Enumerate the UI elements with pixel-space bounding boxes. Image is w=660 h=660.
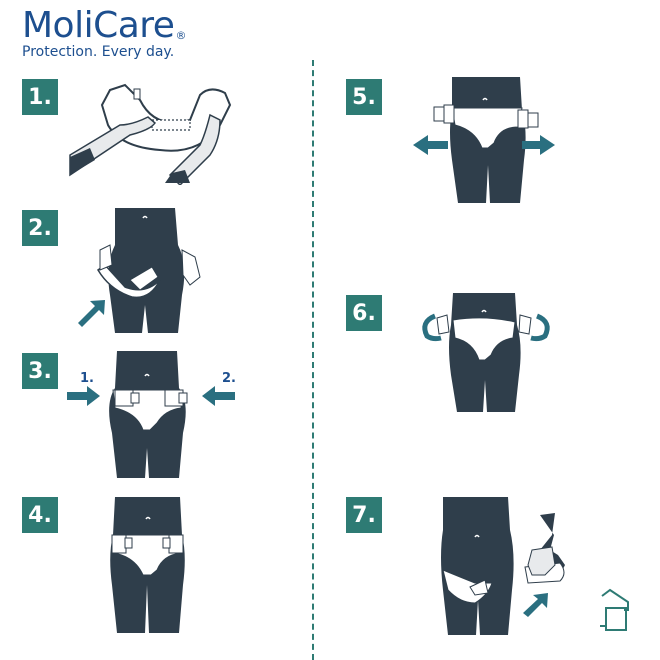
- column-divider: [312, 60, 314, 660]
- step-3-sub-label-1: 1.: [80, 371, 94, 386]
- left-arrow-icon: [413, 135, 448, 155]
- brand-tagline: Protection. Every day.: [22, 44, 175, 60]
- step-2-badge: 2.: [22, 210, 58, 246]
- step-2-illustration: [78, 208, 201, 333]
- left-arrow-icon: [202, 386, 235, 406]
- step-6-illustration: [422, 293, 550, 412]
- step-1-badge: 1.: [22, 79, 58, 115]
- step-7-badge: 7.: [346, 497, 382, 533]
- step-6-badge: 6.: [346, 295, 382, 331]
- brand-logo: MoliCare®: [22, 2, 186, 50]
- step-1-illustration: [69, 83, 232, 185]
- step-4-illustration: [110, 497, 185, 633]
- right-arrow-icon: [522, 135, 555, 155]
- trash-bin-icon: [600, 588, 629, 631]
- curved-arrow-left-icon: [422, 313, 442, 342]
- step-3-illustration: [67, 351, 235, 478]
- step-5-badge: 5.: [346, 79, 382, 115]
- registered-mark: ®: [175, 29, 186, 42]
- step-3-sub-label-2: 2.: [222, 371, 236, 386]
- curved-arrow-right-icon: [530, 313, 550, 342]
- brand-name: MoliCare: [22, 5, 175, 46]
- step-5-illustration: [413, 77, 555, 203]
- step-7-illustration: [441, 497, 565, 635]
- up-right-arrow-icon: [78, 300, 105, 327]
- right-arrow-icon: [67, 386, 100, 406]
- up-right-arrow-icon: [523, 593, 548, 617]
- step-4-badge: 4.: [22, 497, 58, 533]
- step-3-badge: 3.: [22, 353, 58, 389]
